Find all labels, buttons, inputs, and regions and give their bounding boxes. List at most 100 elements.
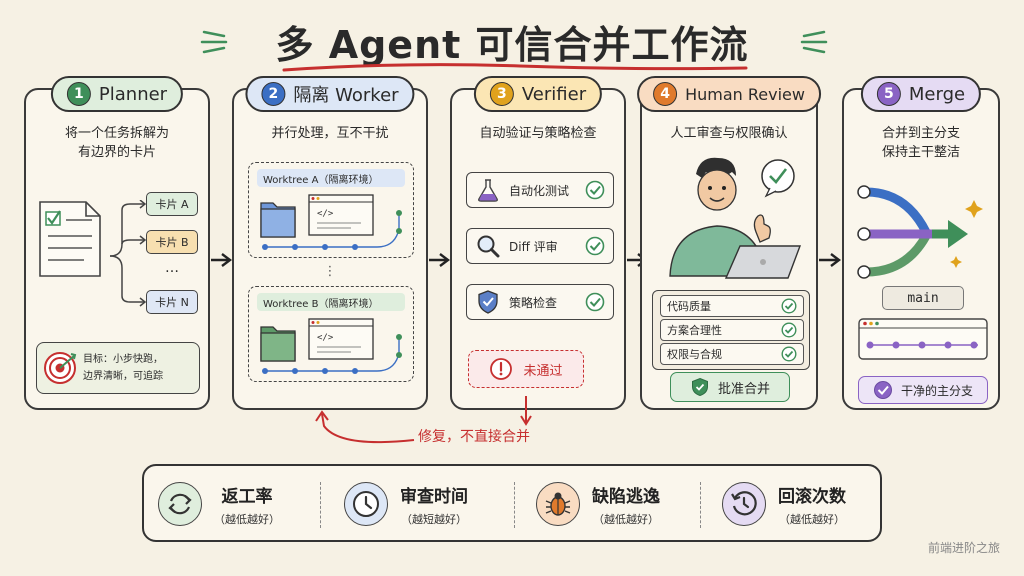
approve-label: 批准合并 bbox=[717, 381, 770, 397]
review-pill: 4 Human Review bbox=[637, 76, 821, 112]
feedback-loop-arrow-icon bbox=[315, 396, 532, 444]
metric-defect-escape: 缺陷逃逸 （越低越好） bbox=[536, 474, 660, 534]
rollback-icon bbox=[722, 482, 766, 526]
goal-text: 目标：小步快跑， 边界清晰，可追踪 bbox=[83, 351, 163, 385]
stage-name: 隔离 Worker bbox=[293, 85, 399, 106]
magnifier-icon bbox=[477, 235, 500, 258]
desc-line: 保持主干整洁 bbox=[881, 145, 960, 160]
review-item: 权限与合规 bbox=[660, 343, 804, 365]
stage-name: Planner bbox=[98, 83, 168, 105]
title-deco-right-icon bbox=[800, 30, 828, 54]
stage-description: 将一个任务拆解为 有边界的卡片 bbox=[26, 124, 208, 162]
metrics-panel: 返工率 （越低越好） 审查时间 （越短越好） 缺陷逃逸 bbox=[142, 464, 882, 542]
check-circle-icon bbox=[585, 236, 605, 256]
main-branch-label: main bbox=[882, 286, 964, 310]
check-label: 策略检查 bbox=[509, 295, 558, 310]
check-automated-tests: 自动化测试 bbox=[466, 172, 614, 208]
metric-name: 审查时间 bbox=[400, 486, 468, 507]
step-number: 3 bbox=[489, 82, 514, 106]
check-diff-review: Diff 评审 bbox=[466, 228, 614, 264]
worktree-b-illustration: </> bbox=[260, 318, 402, 374]
worktree-a-label: Worktree A（隔离环境） bbox=[257, 169, 405, 187]
metric-divider bbox=[320, 482, 321, 528]
metric-sub: （越低越好） bbox=[779, 512, 845, 526]
check-circle-icon bbox=[781, 322, 797, 338]
metric-divider bbox=[700, 482, 701, 528]
check-circle-icon bbox=[781, 346, 797, 362]
stage-description: 合并到主分支 保持主干整洁 bbox=[844, 124, 998, 162]
review-item: 方案合理性 bbox=[660, 319, 804, 341]
merge-pill: 5 Merge bbox=[860, 76, 982, 112]
planner-branches bbox=[109, 200, 147, 307]
step-number: 5 bbox=[876, 82, 901, 106]
review-item-label: 方案合理性 bbox=[667, 324, 722, 337]
metric-divider bbox=[514, 482, 515, 528]
card-a: 卡片 A bbox=[146, 192, 198, 216]
step-number: 4 bbox=[653, 82, 678, 106]
check-label: Diff 评审 bbox=[509, 239, 558, 254]
stage-name: Merge bbox=[908, 83, 966, 105]
stage-verifier: 3 Verifier 自动验证与策略检查 自动化测试 Diff 评审 策略检查 bbox=[450, 76, 626, 410]
title-underline bbox=[282, 63, 748, 72]
approve-merge-badge: 批准合并 bbox=[670, 372, 790, 402]
alert-icon bbox=[490, 358, 513, 380]
metric-rework-rate: 返工率 （越低越好） bbox=[158, 474, 280, 534]
stage-human-review: 4 Human Review 人工审查与权限确认 代码质量 方案合理性 权限与合… bbox=[637, 76, 821, 410]
svg-text:</>: </> bbox=[317, 209, 334, 219]
refresh-icon bbox=[158, 482, 202, 526]
worktree-b: Worktree B（隔离环境） </> bbox=[248, 286, 414, 382]
flow-arrow-icon bbox=[211, 253, 232, 267]
card-n: 卡片 N bbox=[146, 290, 198, 314]
worktree-separator: ⋮ bbox=[323, 264, 337, 279]
worker-pill: 2 隔离 Worker bbox=[245, 76, 415, 112]
worktree-b-label: Worktree B（隔离环境） bbox=[257, 293, 405, 311]
metric-sub: （越低越好） bbox=[214, 512, 280, 526]
fail-box: 未通过 bbox=[468, 350, 584, 388]
step-number: 1 bbox=[66, 82, 91, 106]
planner-goal: 目标：小步快跑， 边界清晰，可追踪 bbox=[36, 342, 200, 394]
shield-check-icon bbox=[691, 377, 708, 397]
metric-rollback-count: 回滚次数 （越低越好） bbox=[722, 474, 846, 534]
metric-review-time: 审查时间 （越短越好） bbox=[344, 474, 468, 534]
card-b: 卡片 B bbox=[146, 230, 198, 254]
stage-merge: 5 Merge 合并到主分支 保持主干整洁 main bbox=[842, 76, 1000, 410]
step-number: 2 bbox=[261, 82, 286, 106]
flow-arrow-icon bbox=[429, 253, 450, 267]
check-policy: 策略检查 bbox=[466, 284, 614, 320]
desc-line: 将一个任务拆解为 bbox=[64, 126, 169, 141]
stage-worker: 2 隔离 Worker 并行处理，互不干扰 Worktree A（隔离环境） <… bbox=[232, 76, 428, 410]
goal-line: 目标：小步快跑， bbox=[83, 354, 163, 365]
fail-label: 未通过 bbox=[523, 363, 563, 379]
metric-name: 返工率 bbox=[221, 486, 273, 507]
stage-name: Verifier bbox=[521, 83, 587, 105]
title-area: 多 Agent 可信合并工作流 bbox=[0, 8, 1024, 78]
review-item-label: 代码质量 bbox=[667, 300, 711, 313]
desc-line: 合并到主分支 bbox=[881, 126, 960, 141]
metric-sub: （越短越好） bbox=[401, 512, 467, 526]
goal-line: 边界清晰，可追踪 bbox=[83, 371, 163, 382]
check-circle-icon bbox=[585, 292, 605, 312]
merge-arrows-icon bbox=[857, 185, 983, 279]
metric-name: 回滚次数 bbox=[778, 486, 846, 507]
card-ellipsis: … bbox=[165, 260, 179, 276]
bug-icon bbox=[536, 482, 580, 526]
metric-name: 缺陷逃逸 bbox=[592, 486, 660, 507]
desc-line: 有边界的卡片 bbox=[77, 145, 156, 160]
review-item: 代码质量 bbox=[660, 295, 804, 317]
worktree-a: Worktree A（隔离环境） </> bbox=[248, 162, 414, 258]
check-circle-icon bbox=[781, 298, 797, 314]
stage-description: 自动验证与策略检查 bbox=[479, 126, 597, 141]
svg-text:</>: </> bbox=[317, 333, 334, 343]
stage-description: 并行处理，互不干扰 bbox=[271, 126, 389, 141]
check-circle-icon bbox=[873, 381, 892, 399]
flask-icon bbox=[478, 179, 498, 202]
flow-arrow-icon bbox=[819, 253, 841, 267]
watermark: 前端进阶之旅 bbox=[927, 541, 1000, 555]
review-item-label: 权限与合规 bbox=[667, 348, 722, 361]
target-icon bbox=[44, 352, 77, 384]
stage-planner: 1 Planner 将一个任务拆解为 有边界的卡片 卡片 A 卡片 B … 卡片… bbox=[24, 76, 210, 410]
page-title: 多 Agent 可信合并工作流 bbox=[275, 23, 749, 67]
verifier-pill: 3 Verifier bbox=[473, 76, 603, 112]
metric-sub: （越低越好） bbox=[593, 512, 659, 526]
shield-icon bbox=[478, 290, 498, 314]
